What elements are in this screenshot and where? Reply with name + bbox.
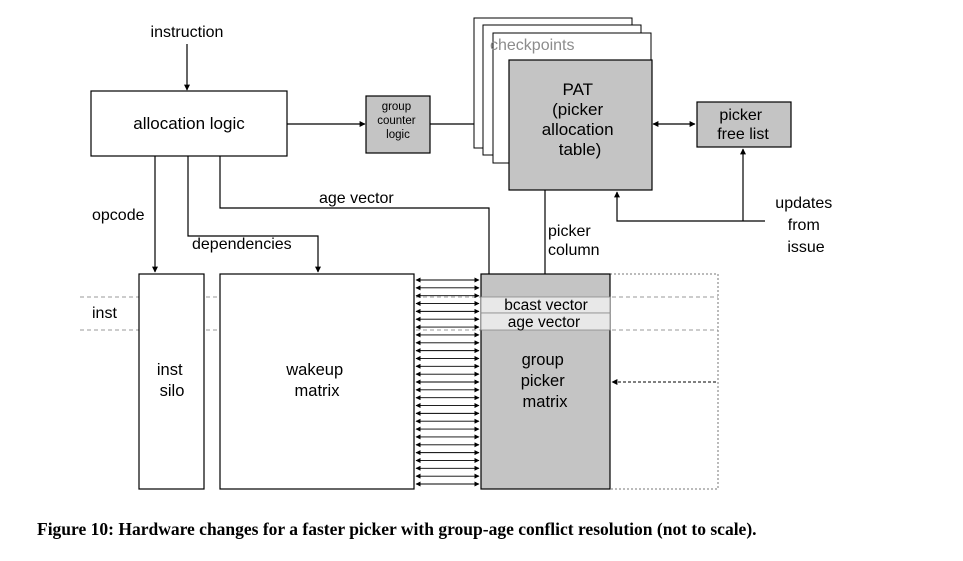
age-vector-row [480,312,611,331]
allocation-logic-box [90,90,288,157]
inst-silo-label: inst silo [157,361,187,400]
group-counter-logic-label: group counter logic [377,101,419,141]
picker-free-list-label: picker free list [717,107,769,143]
picker-column-label: picker column [548,223,600,259]
pat-box [508,59,653,191]
matrix-interconnect-arrows [415,277,480,487]
age-vector-arrow [219,156,492,313]
hardware-diagram: instruction allocation logic group count… [80,17,836,490]
figure-caption: Figure 10: Hardware changes for a faster… [37,519,757,539]
opcode-label: opcode [92,207,145,224]
instruction-label: instruction [151,24,224,41]
wakeup-matrix-label: wakeup matrix [285,361,347,400]
age-vector-row-label: age vector [508,314,580,331]
inst-row-label: inst [92,305,117,322]
picker-matrix-dotted-outline [610,273,719,490]
bcast-vector-label: bcast vector [504,297,588,314]
picker-free-list-box [696,101,792,148]
dependencies-arrow [187,156,321,273]
updates-from-issue-label: updates from issue [775,195,836,256]
group-picker-matrix-label: group picker matrix [521,351,570,411]
group-counter-logic-box [365,95,431,154]
dependencies-label: dependencies [192,236,292,253]
allocation-logic-label: allocation logic [133,114,245,133]
updates-to-pat-arrow [614,191,765,222]
wakeup-matrix-box [219,273,415,490]
age-vector-top-label: age vector [319,190,394,207]
pat-label: PAT (picker allocation table) [542,80,619,159]
checkpoints-label: checkpoints [490,37,575,54]
inst-silo-box [138,273,205,490]
